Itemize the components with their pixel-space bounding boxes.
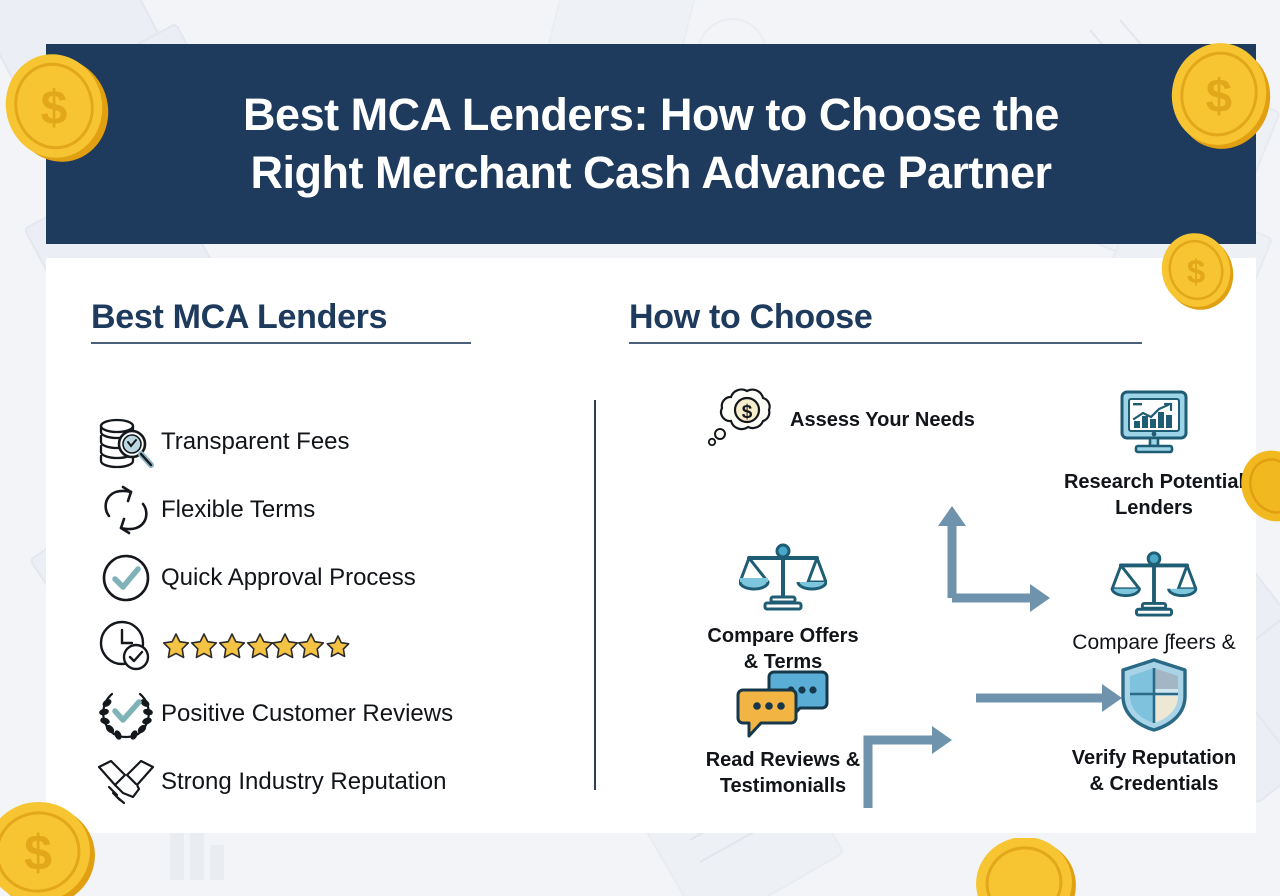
svg-text:$: $ (1187, 253, 1205, 290)
flow-node-label-line-2: & Terms (743, 651, 823, 673)
laurel-check-icon (91, 686, 161, 742)
dollar-coin-icon: $ (0, 801, 95, 896)
thought-bubble-dollar-icon: $ (706, 386, 778, 453)
flow-node-compare-offers-duplicate: Compare ʃfeers & (1054, 546, 1254, 656)
left-column-heading: Best MCA Lenders (91, 298, 388, 336)
flow-node-verify-reputation-credentials: Verify Reputation & Credentials (1054, 656, 1254, 797)
svg-text:$: $ (24, 825, 52, 881)
monitor-chart-icon (1112, 388, 1196, 463)
list-item: Strong Industry Reputation (91, 748, 591, 816)
lenders-feature-list: Transparent Fees Flexible Terms (91, 408, 591, 816)
dollar-coin-icon: $ (1171, 43, 1271, 149)
list-item-label: Quick Approval Process (161, 564, 416, 591)
flow-node-label: Assess Your Needs (790, 408, 975, 431)
scales-icon (738, 538, 828, 617)
coins-magnifier-icon (91, 414, 161, 470)
shield-check-icon (1117, 656, 1191, 739)
scales-icon (1110, 546, 1198, 623)
how-to-choose-flow: $ Assess Your Needs (606, 378, 1246, 808)
flow-node-label-line-2: Lenders (1115, 497, 1193, 519)
list-item: Positive Customer Reviews (91, 680, 591, 748)
list-item: Transparent Fees (91, 408, 591, 476)
list-item-label: Positive Customer Reviews (161, 700, 454, 727)
svg-text:$: $ (41, 82, 68, 135)
dollar-coin-icon: $ (5, 54, 109, 162)
clock-check-icon (91, 619, 161, 673)
flow-node-read-reviews-testimonials: Read Reviews & Testimonialls (668, 668, 898, 799)
list-item: Flexible Terms (91, 476, 591, 544)
handshake-icon (91, 757, 161, 807)
flow-node-label-line-1: Compare Offers (707, 625, 859, 647)
dollar-coin-icon: $ (1161, 233, 1234, 310)
dollar-coin-icon (1241, 450, 1280, 522)
flow-node-research-potential-lenders: Research Potential Lenders (1054, 388, 1254, 521)
flow-node-label-line-1: Research Potential (1063, 471, 1245, 493)
list-item-label: Strong Industry Reputation (161, 768, 447, 795)
svg-text:$: $ (1206, 69, 1232, 122)
flow-node-label-line-1: Compare ʃfeers & (1072, 631, 1236, 654)
list-item: Quick Approval Process (91, 544, 591, 612)
page-title-line-2: Right Merchant Cash Advance Partner (250, 147, 1052, 198)
flow-node-label-line-2: & Credentials (1089, 773, 1219, 795)
list-item (91, 612, 591, 680)
star-rating (161, 631, 361, 661)
dollar-coin-icon (976, 838, 1076, 896)
flow-node-label-line-2: Testimonialls (719, 775, 847, 797)
list-item-label: Transparent Fees (161, 428, 350, 455)
flexible-arrows-icon (91, 484, 161, 536)
page-title-line-1: Best MCA Lenders: How to Choose the (243, 89, 1059, 141)
chat-bubbles-icon (734, 668, 832, 743)
flow-node-assess-your-needs: $ Assess Your Needs (706, 386, 975, 453)
svg-text:$: $ (742, 402, 753, 423)
flow-node-label-line-1: Verify Reputation (1071, 747, 1237, 769)
header-banner: Best MCA Lenders: How to Choose the Righ… (46, 44, 1256, 244)
right-column-heading: How to Choose (629, 298, 873, 336)
flow-arrows (863, 506, 1122, 808)
list-item-label: Flexible Terms (161, 496, 316, 523)
column-divider (594, 400, 596, 790)
check-circle-icon (91, 552, 161, 604)
flow-node-label-line-1: Read Reviews & (705, 749, 861, 771)
right-heading-rule (629, 342, 1142, 344)
content-card: Best MCA Lenders How to Choose (46, 258, 1256, 833)
flow-node-compare-offers-terms: Compare Offers & Terms (668, 538, 898, 675)
left-heading-rule (91, 342, 471, 344)
